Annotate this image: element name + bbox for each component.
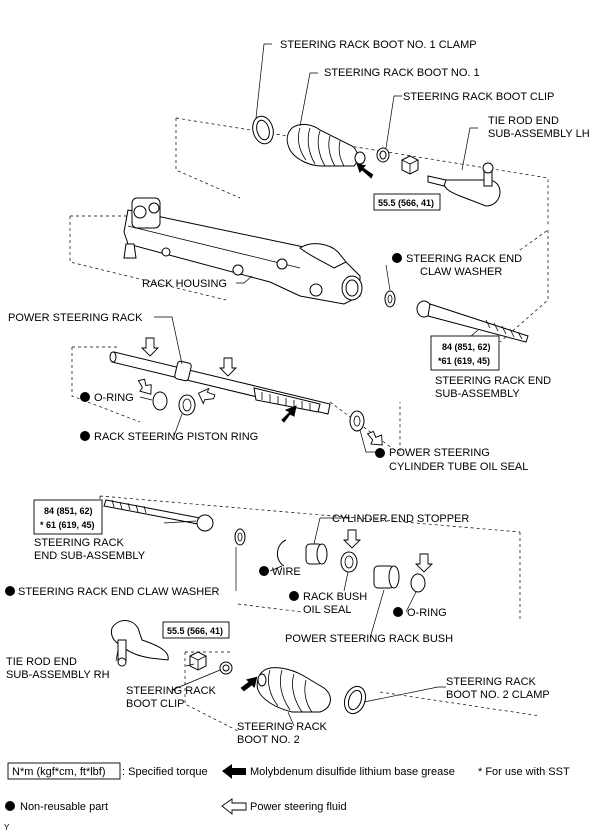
tie-rod-end-rh-part [111,620,169,667]
label-rack-end-l-2: END SUB-ASSEMBLY [34,550,146,562]
label-rack-end-r-2: SUB-ASSEMBLY [435,388,520,400]
label-boot2-clamp-1: STEERING RACK [446,676,537,688]
o-ring-left-part [152,391,168,411]
fluid-arrow-icon [137,378,152,395]
label-rack-end-r-1: STEERING RACK END [435,375,551,387]
non-reusable-dot-icon [392,253,402,263]
fluid-arrow-icon [342,529,362,549]
label-tie-rod-rh-2: SUB-ASSEMBLY RH [6,669,110,681]
legend-torque-box [7,762,121,780]
torque-box-end-l [33,499,103,535]
legend-non-reusable-dot-icon [5,801,15,811]
torque-box-rh [162,621,230,639]
label-cyl-oil-seal-1: POWER STEERING [389,447,490,459]
label-power-rack: POWER STEERING RACK [8,312,143,324]
label-o-ring-left: O-RING [94,392,134,404]
grease-arrow-icon [356,163,374,179]
boot-clip-top-part [376,147,390,163]
legend-non-reusable: Non-reusable part [20,801,108,813]
legend-fluid-arrow-icon [221,798,247,815]
label-boot-clip-bottom-1: STEERING RACK [126,685,217,697]
legend-torque-desc: : Specified torque [122,766,208,778]
label-bush-seal-1: RACK BUSH [303,591,367,603]
torque-end-l-2: * 61 (619, 45) [40,520,95,530]
label-claw-washer-r-1: STEERING RACK END [406,253,522,265]
label-cyl-end-stopper: CYLINDER END STOPPER [332,513,469,525]
label-boot1-clamp: STEERING RACK BOOT NO. 1 CLAMP [280,39,477,51]
torque-box-end-r [430,335,500,371]
label-boot2-clamp-2: BOOT NO. 2 CLAMP [446,689,550,701]
label-piston-ring: RACK STEERING PISTON RING [94,431,258,443]
corner-mark: Y [4,823,10,832]
torque-end-l-1: 84 (851, 62) [44,506,93,516]
label-boot-clip-bottom-2: BOOT CLIP [126,698,184,710]
label-tie-rod-rh-1: TIE ROD END [6,656,77,668]
legend-grease-arrow-icon [222,764,246,779]
legend: N*m (kgf*cm, ft*lbf) : Specified torque … [4,762,570,832]
legend-fluid: Power steering fluid [250,801,347,813]
wire-part [277,539,287,567]
label-rack-housing: RACK HOUSING [142,278,227,290]
piston-ring-part [178,394,196,416]
fluid-arrow-icon [414,553,434,573]
claw-washer-l-part [234,528,246,546]
torque-box-lh [373,193,441,211]
grease-arrow-icon [281,405,297,423]
legend-sst: * For use with SST [478,766,570,778]
rack-end-r-part [416,300,529,343]
fluid-arrow-icon [366,430,383,446]
label-boot2-1: STEERING RACK [237,721,328,733]
o-ring-right-part [410,573,426,593]
label-rack-bush: POWER STEERING RACK BUSH [285,633,453,645]
non-reusable-dot-icon [80,392,90,402]
grease-arrow-icon [240,676,258,692]
non-reusable-dot-icon [289,591,299,601]
rack-housing-part [123,197,363,305]
label-wire: WIRE [272,566,301,578]
boot2-part [256,667,331,713]
label-o-ring-right: O-RING [407,607,447,619]
label-rack-end-l-1: STEERING RACK [34,537,125,549]
label-claw-washer-l: STEERING RACK END CLAW WASHER [18,586,220,598]
label-tie-rod-lh-2: SUB-ASSEMBLY LH [488,128,590,140]
legend-grease: Molybdenum disulfide lithium base grease [250,766,455,778]
nut-rh-part [189,651,207,671]
label-tie-rod-lh-1: TIE ROD END [488,115,559,127]
cylinder-tube-oil-seal-part [349,410,365,432]
nut-lh-part [401,155,419,175]
non-reusable-dot-icon [5,586,15,596]
claw-washer-r-part [384,290,396,308]
label-boot2-2: BOOT NO. 2 [237,734,300,746]
torque-lh: 55.5 (566, 41) [378,198,434,208]
label-boot1: STEERING RACK BOOT NO. 1 [324,67,480,79]
boot-clip-bottom-part [219,661,233,675]
power-steering-rack-bush-part [373,565,400,589]
label-cyl-oil-seal-2: CYLINDER TUBE OIL SEAL [389,461,528,473]
tie-rod-end-lh-part [427,162,501,207]
label-claw-washer-r-2: CLAW WASHER [420,266,502,278]
torque-end-r-1: 84 (851, 62) [442,342,491,352]
fluid-arrow-icon [140,337,160,357]
non-reusable-dot-icon [375,448,385,458]
cylinder-end-stopper-part [305,543,328,565]
non-reusable-dot-icon [80,431,90,441]
rack-end-l-part [103,499,214,532]
non-reusable-dot-icon [259,566,269,576]
label-bush-seal-2: OIL SEAL [303,604,352,616]
fluid-arrow-icon [197,387,216,405]
torque-rh: 55.5 (566, 41) [167,626,223,636]
torque-end-r-2: *61 (619, 45) [438,356,490,366]
power-steering-rack-part [109,351,331,415]
legend-torque-unit: N*m (kgf*cm, ft*lbf) [12,766,106,778]
rack-bush-oil-seal-part [340,551,358,573]
label-boot-clip-top: STEERING RACK BOOT CLIP [403,91,554,103]
fluid-arrow-icon [218,357,238,377]
boot1-clamp-part [252,115,274,145]
boot1-part [286,123,366,167]
non-reusable-dot-icon [393,607,403,617]
boot2-clamp-part [343,685,367,715]
